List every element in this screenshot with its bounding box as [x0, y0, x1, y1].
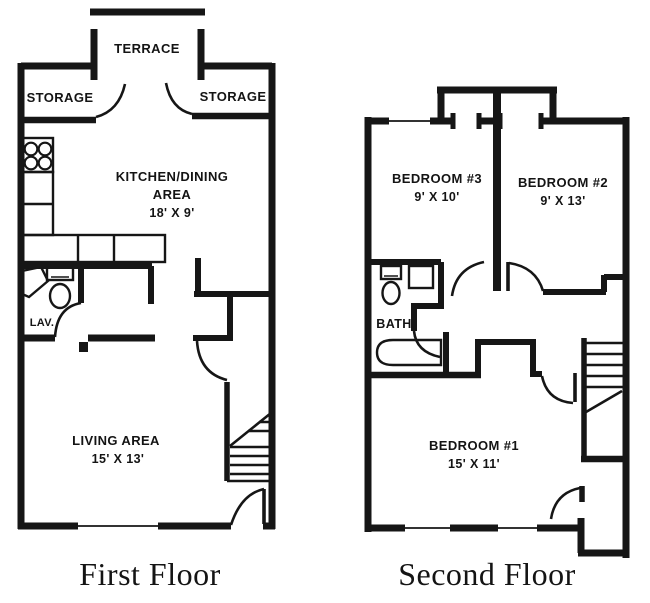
bath-walls — [411, 303, 449, 375]
sf-stair-treads — [586, 341, 623, 389]
bedroom3-label: BEDROOM #3 — [392, 171, 482, 186]
kitchen-label-line2: AREA — [153, 187, 192, 202]
bedroom1-door-arc — [540, 375, 574, 405]
living-area-label: LIVING AREA — [72, 433, 160, 448]
lav-toilet-icon — [45, 265, 75, 310]
stairs-second-floor — [581, 338, 629, 463]
first-floor-title: First Floor — [79, 556, 221, 592]
kitchen-dims-label: 18' X 9' — [149, 206, 194, 220]
bedroom3-door-arc — [450, 260, 485, 297]
terrace-walls — [90, 8, 205, 80]
bedroom2-label: BEDROOM #2 — [518, 175, 608, 190]
storage-left-door-arc — [95, 83, 127, 119]
bath-door-arc — [412, 330, 441, 359]
bath-sink-icon — [407, 264, 435, 290]
second-floor-title: Second Floor — [398, 556, 576, 592]
bedroom2-door-arc — [508, 261, 545, 292]
hall-walls — [475, 339, 542, 377]
lav-label: LAV. — [30, 317, 54, 329]
storage-right-label: STORAGE — [200, 89, 267, 104]
second-floor-plan: BEDROOM #3 9' X 10' BEDROOM #2 9' X 13' … — [364, 86, 630, 592]
storage-walls — [18, 112, 272, 124]
bedroom3-south-wall — [368, 259, 444, 304]
front-door-arc — [229, 487, 265, 526]
ff-stair-treads — [230, 420, 272, 476]
lav-door-arc — [53, 301, 82, 338]
bathtub-icon — [375, 338, 443, 367]
sf-closet-door-arc — [549, 486, 581, 520]
ff-interior-walls — [21, 258, 272, 341]
bedroom3-dims-label: 9' X 10' — [414, 190, 459, 204]
sf-closet-bump — [577, 518, 629, 557]
kitchen-label-line1: KITCHEN/DINING — [116, 169, 229, 184]
stove-icon — [20, 136, 55, 174]
kitchen-counter — [20, 170, 167, 264]
bedroom2-dims-label: 9' X 13' — [540, 194, 585, 208]
closet-opening-jambs — [450, 113, 544, 129]
first-floor-plan: TERRACE STORAGE STORAGE KITCHEN/DINING A… — [17, 8, 276, 592]
living-dims-label: 15' X 13' — [92, 452, 145, 466]
stairs-first-floor — [224, 382, 272, 483]
lav-door-jamb — [79, 342, 88, 352]
ff-stair-winder — [227, 411, 272, 483]
bath-label: BATH — [376, 317, 411, 331]
bedroom2-south-wall — [543, 274, 626, 295]
bath-toilet-icon — [379, 264, 403, 306]
sf-stair-winder — [585, 389, 623, 414]
terrace-label: TERRACE — [114, 41, 180, 56]
bedroom1-label: BEDROOM #1 — [429, 438, 519, 453]
lav-sink-icon — [20, 265, 50, 299]
bedroom1-dims-label: 15' X 11' — [448, 457, 500, 471]
storage-left-label: STORAGE — [27, 90, 94, 105]
hall-closet-door-arc — [195, 340, 228, 382]
storage-right-door-arc — [164, 82, 193, 116]
